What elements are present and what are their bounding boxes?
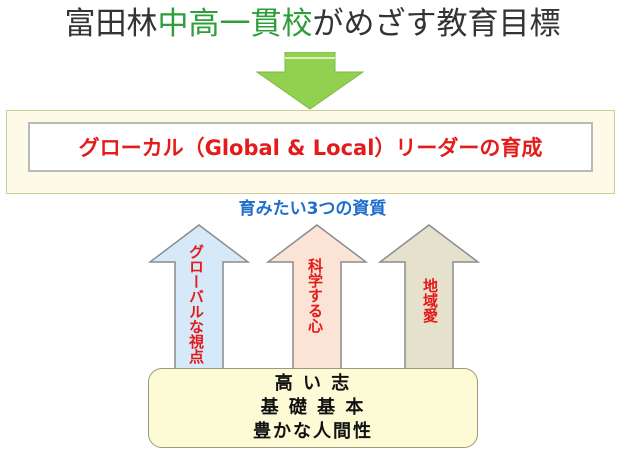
qualities-title: 育みたい3つの資質 [238, 199, 387, 219]
title-highlight: 中高一貫校 [157, 6, 313, 42]
title-prefix: 富田林 [64, 6, 158, 42]
foundation-line-aspiration: 高 い 志 [274, 373, 352, 394]
foundation-line-basics: 基 礎 基 本 [260, 397, 366, 418]
quality-label-global: グローバルな視点 [187, 244, 205, 364]
foundation-box: 高 い 志 基 礎 基 本 豊かな人間性 [148, 368, 478, 448]
goal-text: グローカル（Global & Local）リーダーの育成 [28, 122, 593, 172]
title-suffix: がめざす教育目標 [312, 6, 561, 42]
page-title: 富田林中高一貫校がめざす教育目標 [0, 4, 625, 44]
quality-label-science: 科学する心 [306, 258, 324, 333]
down-arrow-icon [255, 52, 365, 110]
quality-label-community: 地域愛 [421, 278, 439, 323]
foundation-line-humanity: 豊かな人間性 [253, 421, 373, 442]
